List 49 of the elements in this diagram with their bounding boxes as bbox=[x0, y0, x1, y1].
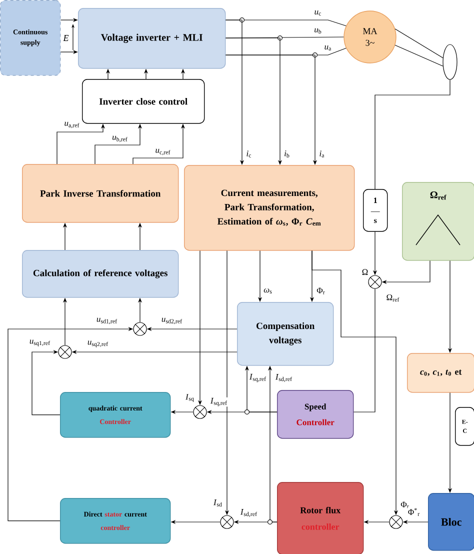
controller-box: Speed Controller bbox=[277, 390, 354, 439]
integrator-box: 1 s bbox=[363, 189, 388, 232]
edge-label: u$_{sd1,ref}$ bbox=[96, 317, 118, 325]
edge-label: I$_{sd,ref}$ bbox=[274, 374, 294, 382]
edge-label: i$_{a}$ bbox=[318, 150, 326, 158]
edge-label: u$_{sq1,ref}$ bbox=[28, 339, 52, 347]
calculation-box: Calculation of reference voltages bbox=[22, 250, 179, 298]
summing-junction bbox=[58, 345, 72, 359]
inverter-box: Voltage inverter + MLI bbox=[78, 8, 226, 69]
edge-label: Ω$_{ref}$ bbox=[386, 294, 400, 302]
reference-box: Ω$_{ref}$ bbox=[402, 182, 474, 261]
control-box: Inverter close control bbox=[82, 79, 205, 124]
edge-label: u$_{b,ref}$ bbox=[112, 135, 128, 143]
edge-label: Φ$_{r}$ bbox=[400, 501, 410, 509]
edge-label: u$_{c}$ bbox=[314, 10, 322, 16]
edge-label: u$_{a,ref}$ bbox=[64, 121, 80, 129]
edge-label: i$_{b}$ bbox=[284, 150, 290, 158]
parameter-box: c$_{0}$, c$_{1}$, t$_{0}$ et bbox=[407, 353, 474, 393]
connector-line bbox=[394, 28, 444, 58]
connector-line bbox=[353, 288, 376, 412]
edge-label: u$_{sq2,ref}$ bbox=[86, 340, 110, 348]
voltage-label: E bbox=[63, 35, 69, 41]
edge-label: u$_{sd2,ref}$ bbox=[160, 317, 184, 325]
compensation-box: Compensation voltages bbox=[237, 302, 334, 366]
edge-label: i$_{c}$ bbox=[246, 150, 252, 158]
controller-box: Rotor flux controller bbox=[277, 482, 364, 554]
summing-junction bbox=[193, 405, 207, 419]
edge-label: I$_{sq,ref}$ bbox=[248, 373, 268, 383]
summing-junction bbox=[133, 322, 147, 336]
edge-label: I$_{sq,ref}$ bbox=[210, 397, 228, 407]
summing-junction bbox=[389, 515, 403, 529]
edge-label: u$_{b}$ bbox=[314, 28, 322, 34]
connector-line bbox=[394, 44, 444, 66]
edge-label: Ω bbox=[361, 268, 369, 276]
connector-line bbox=[374, 80, 450, 190]
transform-box: Park Inverse Transformation bbox=[22, 164, 179, 223]
summing-junction bbox=[368, 275, 382, 289]
arrow bbox=[32, 350, 60, 416]
edge-label: u$_{a}$ bbox=[324, 45, 332, 51]
block-box: Bloc bbox=[428, 493, 474, 551]
summing-junction bbox=[220, 515, 234, 529]
shaft-ellipse bbox=[442, 44, 458, 80]
edge-label: u$_{c,ref}$ bbox=[154, 148, 172, 156]
edge-label: Φ$_{r}$ bbox=[316, 287, 326, 295]
transform-box: Current measurements, Park Transformation, Estimation of ω$_{s}$, Φ$_{r}$ C$_{em}$ bbox=[184, 165, 355, 251]
edge-label: I$_{sd}$ bbox=[213, 499, 223, 507]
edge-label: ω$_{s}$ bbox=[263, 288, 273, 294]
edge-label: I$_{sd,ref}$ bbox=[240, 508, 258, 518]
edge-label: I$_{sq}$ bbox=[185, 394, 195, 402]
